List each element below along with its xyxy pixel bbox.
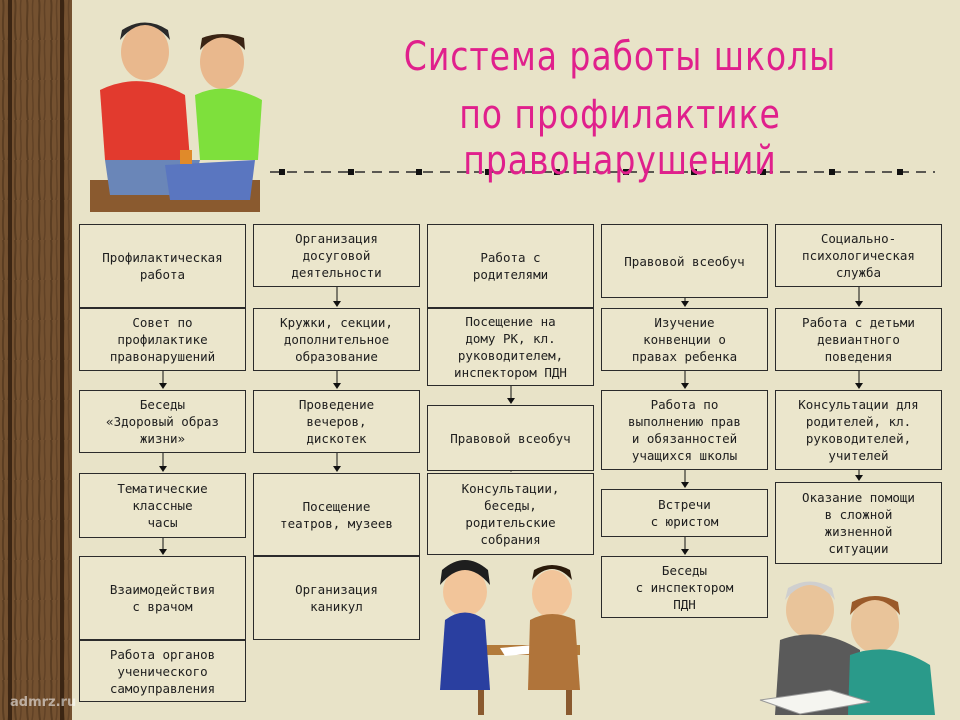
col3-item-2: Правовой всеобуч — [427, 405, 594, 471]
title-line-2: по профилактике правонарушений — [459, 92, 781, 184]
men-reading-illustration — [759, 581, 935, 715]
col2-item-3: Посещение театров, музеев — [253, 473, 420, 556]
col4-item-1: Изучение конвенции о правах ребенка — [601, 308, 768, 371]
arrow-head-icon — [159, 466, 167, 472]
arrow-head-icon — [333, 301, 341, 307]
arrow-head-icon — [159, 383, 167, 389]
arrow-head-icon — [855, 301, 863, 307]
col1-item-5: Работа органов ученического самоуправлен… — [79, 640, 246, 702]
col5-header: Социально- психологическая служба — [775, 224, 942, 287]
col1-item-4: Взаимодействия с врачом — [79, 556, 246, 640]
arrow-head-icon — [681, 482, 689, 488]
col1-header: Профилактическая работа — [79, 224, 246, 308]
arrow-head-icon — [855, 475, 863, 481]
col4-item-2: Работа по выполнению прав и обязанностей… — [601, 390, 768, 470]
col4-header: Правовой всеобуч — [601, 224, 768, 298]
col4-item-3: Встречи с юристом — [601, 489, 768, 537]
col5-item-3: Оказание помощи в сложной жизненной ситу… — [775, 482, 942, 564]
children-at-desk-illustration — [440, 560, 580, 715]
title-line-1: Система работы школы — [403, 34, 837, 80]
arrow-head-icon — [507, 398, 515, 404]
col2-item-1: Кружки, секции, дополнительное образован… — [253, 308, 420, 371]
col1-item-3: Тематические классные часы — [79, 473, 246, 538]
arrow-head-icon — [681, 383, 689, 389]
col3-item-1: Посещение на дому РК, кл. руководителем,… — [427, 308, 594, 386]
arrow-head-icon — [333, 383, 341, 389]
arrow-head-icon — [333, 466, 341, 472]
col5-item-2: Консультации для родителей, кл. руководи… — [775, 390, 942, 470]
col3-header: Работа с родителями — [427, 224, 594, 308]
col2-item-4: Организация каникул — [253, 556, 420, 640]
arrow-head-icon — [159, 549, 167, 555]
watermark: admrz.ru — [10, 695, 77, 710]
col2-header: Организация досуговой деятельности — [253, 224, 420, 287]
col2-item-2: Проведение вечеров, дискотек — [253, 390, 420, 453]
col1-item-1: Совет по профилактике правонарушений — [79, 308, 246, 371]
arrow-head-icon — [855, 383, 863, 389]
arrow-head-icon — [681, 549, 689, 555]
men-talking-illustration — [90, 22, 262, 212]
col5-item-1: Работа с детьми девиантного поведения — [775, 308, 942, 371]
col4-item-4: Беседы с инспектором ПДН — [601, 556, 768, 618]
arrow-head-icon — [681, 301, 689, 307]
col3-item-3: Консультации, беседы, родительские собра… — [427, 473, 594, 555]
col1-item-2: Беседы «Здоровый образ жизни» — [79, 390, 246, 453]
